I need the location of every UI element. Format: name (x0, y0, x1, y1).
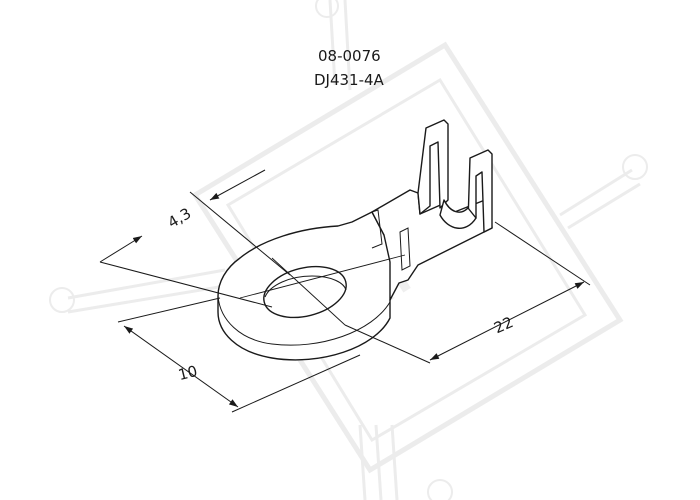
dim-hole-label: 4,3 (165, 204, 195, 232)
watermark-line-right (559, 168, 633, 217)
center-line-long (239, 254, 406, 299)
crimp-wing-left (417, 119, 449, 215)
mounting-hole (263, 265, 347, 319)
dim-ring-ext-left (117, 297, 221, 323)
dim-hole-arrow-bottom (99, 235, 143, 263)
watermark-line-bottom3 (390, 424, 399, 500)
watermark-line-top (328, 0, 337, 86)
part-number: 08-0076 (318, 47, 381, 65)
crimp-channel (439, 199, 477, 229)
watermark-line-left2 (67, 284, 226, 314)
watermark-line-top2 (343, 0, 352, 91)
ring-edge (217, 295, 391, 346)
dim-ring-label: 10 (176, 362, 199, 384)
dim-length-dim-line (429, 281, 585, 361)
dim-length-ext-right (494, 221, 591, 286)
hole-inner-wall (264, 275, 347, 298)
barrel-step-edge (371, 209, 383, 249)
dim-hole-arrow-top (209, 169, 266, 201)
center-lines (239, 254, 406, 326)
dimension-ring: 10 (117, 297, 361, 413)
watermark-inner-frame (225, 77, 588, 443)
watermark-circle-left (49, 287, 75, 313)
dim-hole-ext-top (189, 191, 291, 276)
watermark-circle-bottom (427, 479, 453, 500)
model-code: DJ431-4A (314, 71, 385, 89)
dim-length-label: 22 (491, 313, 516, 337)
watermark-line-left (67, 268, 226, 300)
watermark-circle-right (622, 154, 648, 180)
dim-ring-ext-right (231, 354, 361, 413)
center-line-diag (271, 257, 346, 326)
watermark-line-bottom2 (374, 424, 383, 500)
watermark-outer-frame (191, 41, 624, 474)
ring-terminal (217, 119, 493, 361)
dim-hole-ext-bottom (99, 261, 273, 308)
watermark-circle-top (315, 0, 339, 18)
watermark-line-bottom (358, 424, 367, 500)
dim-length-ext-left (344, 324, 431, 364)
dim-ring-dim-line (123, 325, 239, 408)
watermark-line-right2 (567, 182, 641, 230)
barrel-front-edge (399, 227, 411, 271)
